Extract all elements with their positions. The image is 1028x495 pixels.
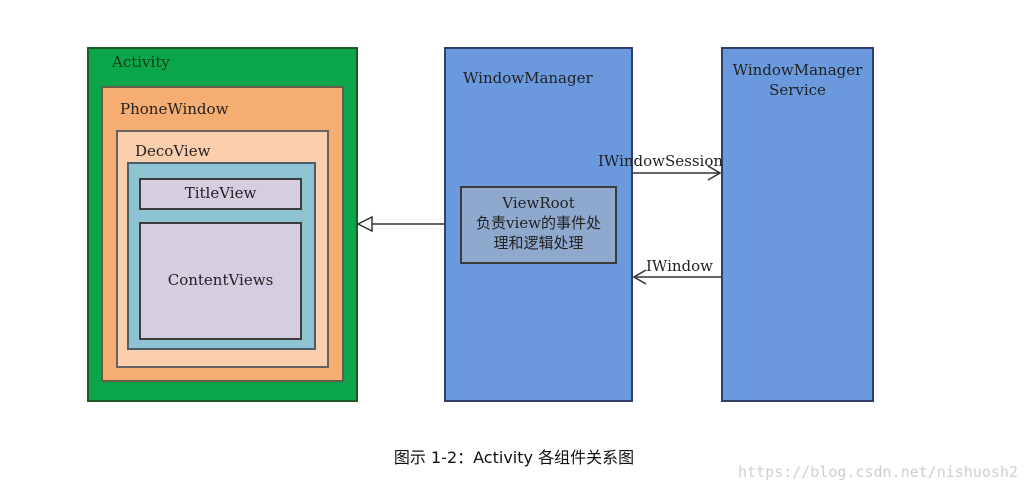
content-views-box: [139, 222, 302, 340]
deco-view-label: DecoView: [135, 142, 211, 160]
wm-to-activity-arrowhead: [356, 215, 373, 233]
iwindow-arrowhead: [632, 269, 647, 285]
view-root-box: [460, 186, 617, 264]
view-root-line1: ViewRoot: [502, 194, 575, 212]
iwindowsession-label: IWindowSession: [598, 152, 724, 170]
iwindowsession-arrowhead: [707, 165, 722, 181]
view-root-line3: 理和逻辑处理: [493, 234, 584, 252]
window-manager-service-box: [721, 47, 874, 402]
phone-window-label: PhoneWindow: [120, 100, 229, 118]
content-views-label: ContentViews: [167, 271, 274, 289]
wms-line1: WindowManager: [732, 61, 863, 79]
title-view-box: [139, 178, 302, 210]
iwindow-label: IWindow: [646, 257, 714, 275]
window-manager-service-text: WindowManager Service: [721, 60, 874, 100]
activity-label: Activity: [112, 53, 170, 71]
title-view-label: TitleView: [184, 184, 257, 202]
watermark: https://blog.csdn.net/nishuosh2: [738, 463, 1018, 481]
window-manager-label: WindowManager: [463, 69, 593, 87]
figure-caption: 图示 1-2：Activity 各组件关系图: [393, 448, 635, 467]
view-root-text: ViewRoot 负责view的事件处 理和逻辑处理: [460, 193, 617, 253]
view-root-line2: 负责view的事件处: [476, 214, 601, 232]
wms-line2: Service: [769, 81, 826, 99]
